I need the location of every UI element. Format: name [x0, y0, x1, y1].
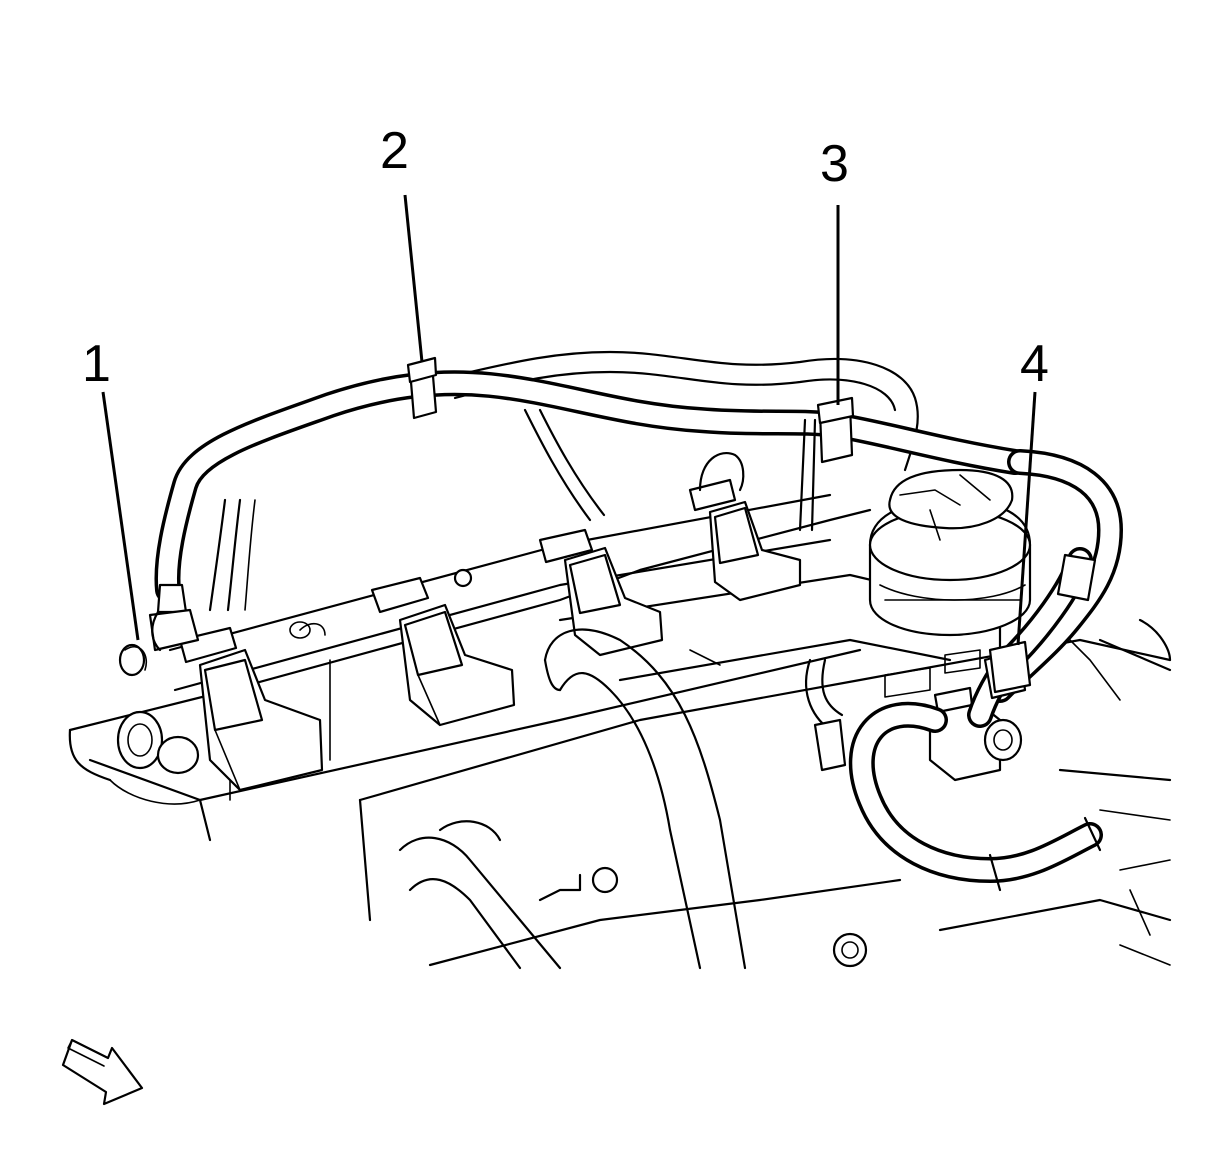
- ignition-coils: [178, 452, 802, 792]
- leader-2: [403, 194, 424, 363]
- callout-4: 4: [1020, 335, 1049, 393]
- coolant-hose: [398, 628, 747, 970]
- harness-lines: [208, 408, 606, 612]
- hose-clips: [406, 356, 1032, 694]
- direction-arrow-icon: [61, 1038, 144, 1106]
- callout-3: 3: [820, 135, 849, 193]
- leader-4: [1016, 391, 1037, 646]
- callout-1: 1: [82, 335, 111, 393]
- leader-1: [101, 391, 140, 641]
- callout-leaders: [101, 194, 1037, 646]
- callout-2: 2: [380, 122, 409, 180]
- canister-assembly: [805, 468, 1103, 892]
